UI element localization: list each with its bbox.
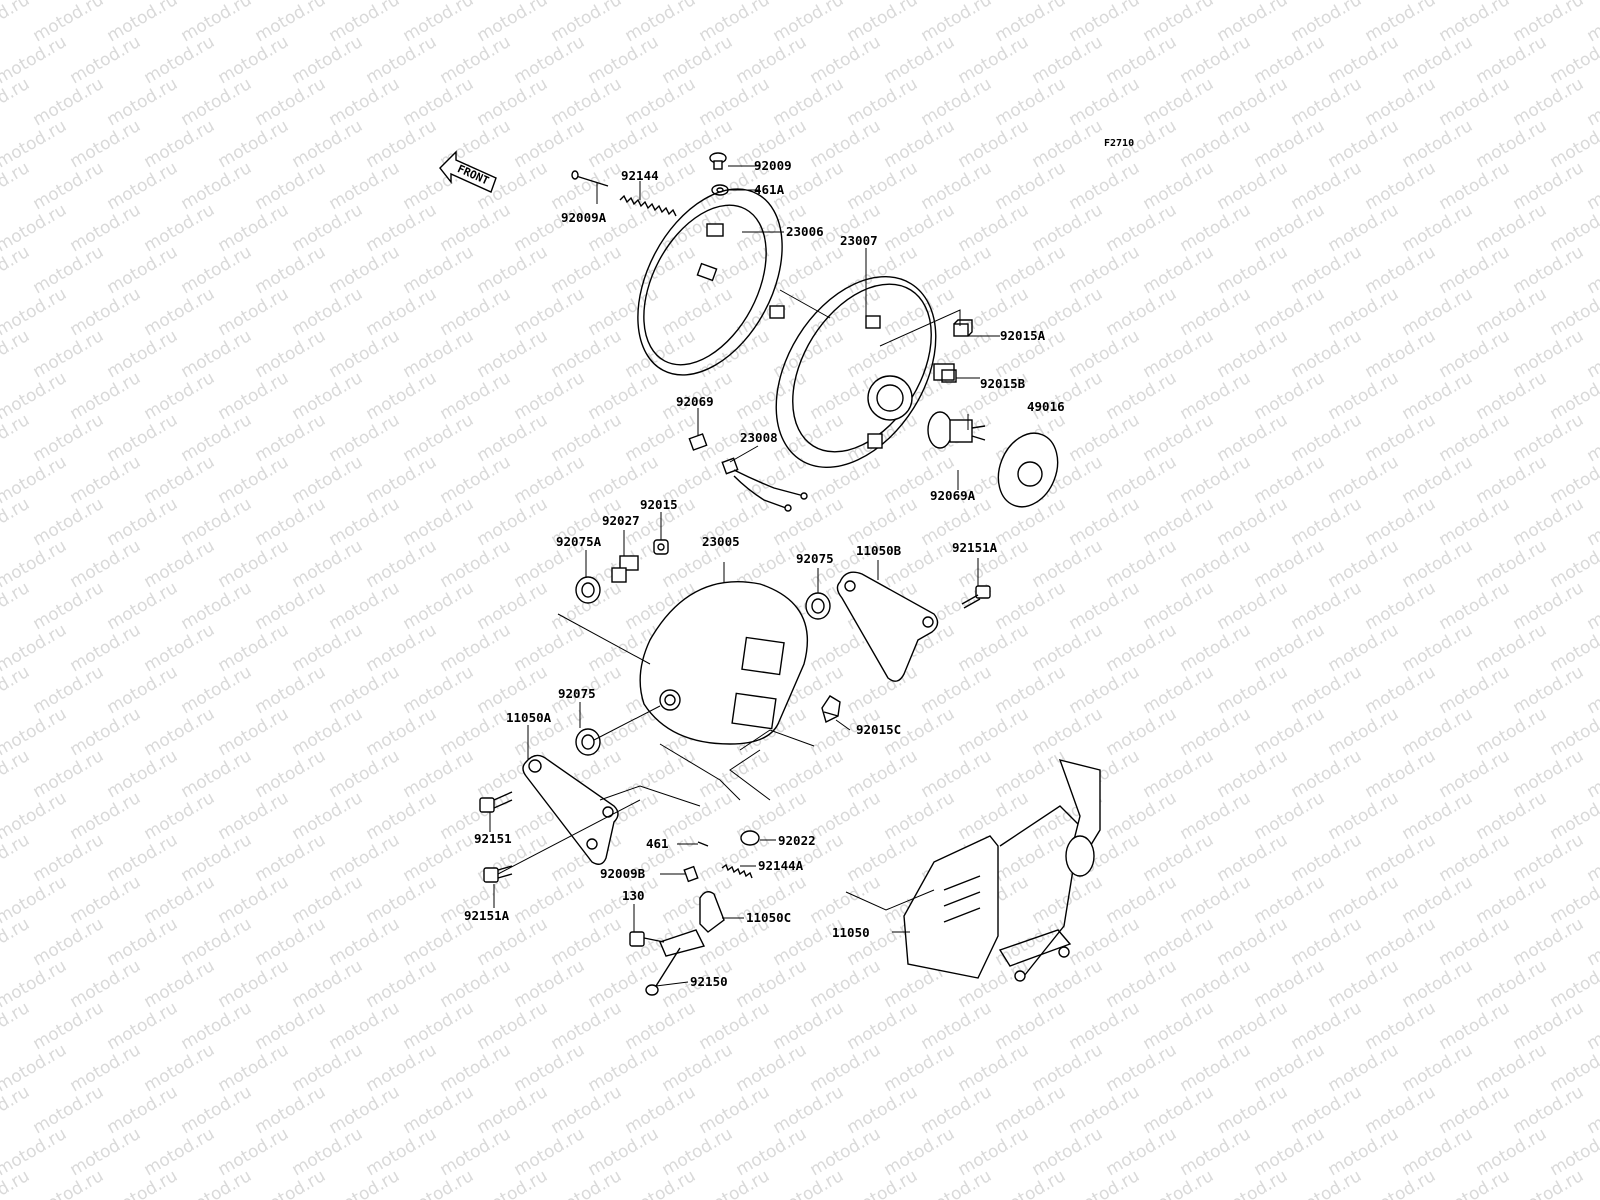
label-23006: 23006 [786, 224, 824, 239]
screw-92150-part [645, 947, 681, 996]
spring-92144-part [619, 194, 677, 217]
screw-92009b-part [683, 865, 699, 883]
cap-92022-part [740, 830, 760, 846]
figure-code: F2710 [1104, 138, 1134, 149]
label-92015c: 92015C [856, 722, 901, 737]
label-23005: 23005 [702, 534, 740, 549]
spring-92144a-part [721, 863, 753, 879]
bracket-11050-part [903, 759, 1101, 982]
label-92075-right: 92075 [796, 551, 834, 566]
rim-23006-part [637, 188, 785, 376]
grommet-92075a-part [575, 576, 601, 604]
label-49016: 49016 [1027, 399, 1065, 414]
label-92069: 92069 [676, 394, 714, 409]
label-92075a: 92075A [556, 534, 602, 549]
bolt-92151-part [479, 791, 513, 813]
front-arrow-icon: FRONT [439, 150, 497, 193]
grommet-92075-left-part [575, 728, 601, 756]
label-92027: 92027 [602, 513, 640, 528]
wire-23008-part [721, 457, 808, 512]
leader-lines [489, 165, 1000, 987]
bolt-130-part [629, 931, 665, 947]
label-23007: 23007 [840, 233, 878, 248]
screw-92009-part [709, 152, 727, 170]
label-11050b: 11050B [856, 543, 902, 558]
label-92015: 92015 [640, 497, 678, 512]
label-92015b: 92015B [980, 376, 1026, 391]
label-92144a: 92144A [758, 858, 804, 873]
socket-92069-part [688, 433, 708, 451]
grommet-92075-right-part [805, 592, 831, 620]
housing-23005-part [639, 580, 809, 745]
label-11050a: 11050A [506, 710, 552, 725]
bracket-11050b-part [836, 571, 939, 682]
bracket-11050a-part [522, 754, 619, 865]
bulb-cover-part [997, 432, 1059, 508]
label-92009b: 92009B [600, 866, 646, 881]
label-461a: 461A [754, 182, 785, 197]
label-11050c: 11050C [746, 910, 791, 925]
label-92150: 92150 [690, 974, 728, 989]
label-92144: 92144 [621, 168, 659, 183]
clip-92015c-part [821, 695, 841, 724]
label-92151a-left: 92151A [464, 908, 510, 923]
label-130: 130 [622, 888, 645, 903]
lens-unit-23007-part [775, 276, 937, 468]
label-92009a: 92009A [561, 210, 607, 225]
part-labels: 92009A 92144 92009 461A 23006 23007 9201… [464, 158, 1065, 989]
label-92151a-right: 92151A [952, 540, 998, 555]
label-92069a: 92069A [930, 488, 976, 503]
label-92151: 92151 [474, 831, 512, 846]
bracket-11050c-part [659, 891, 725, 957]
bolt-92151a-left-part [483, 865, 513, 883]
label-92015a: 92015A [1000, 328, 1046, 343]
pin-461-part [697, 841, 709, 847]
label-92075-left: 92075 [558, 686, 596, 701]
nut-92015-part [653, 539, 669, 555]
screw-92009a-part [571, 170, 609, 187]
label-92022: 92022 [778, 833, 816, 848]
label-23008: 23008 [740, 430, 778, 445]
bolt-92151a-right-part [961, 585, 991, 609]
collar-92027-part [611, 555, 639, 583]
label-11050: 11050 [832, 925, 870, 940]
nut-92015a-part [953, 319, 973, 337]
label-461: 461 [646, 836, 669, 851]
label-92009: 92009 [754, 158, 792, 173]
clip-92015b-part [933, 363, 957, 383]
bulb-49016-part [927, 411, 986, 449]
